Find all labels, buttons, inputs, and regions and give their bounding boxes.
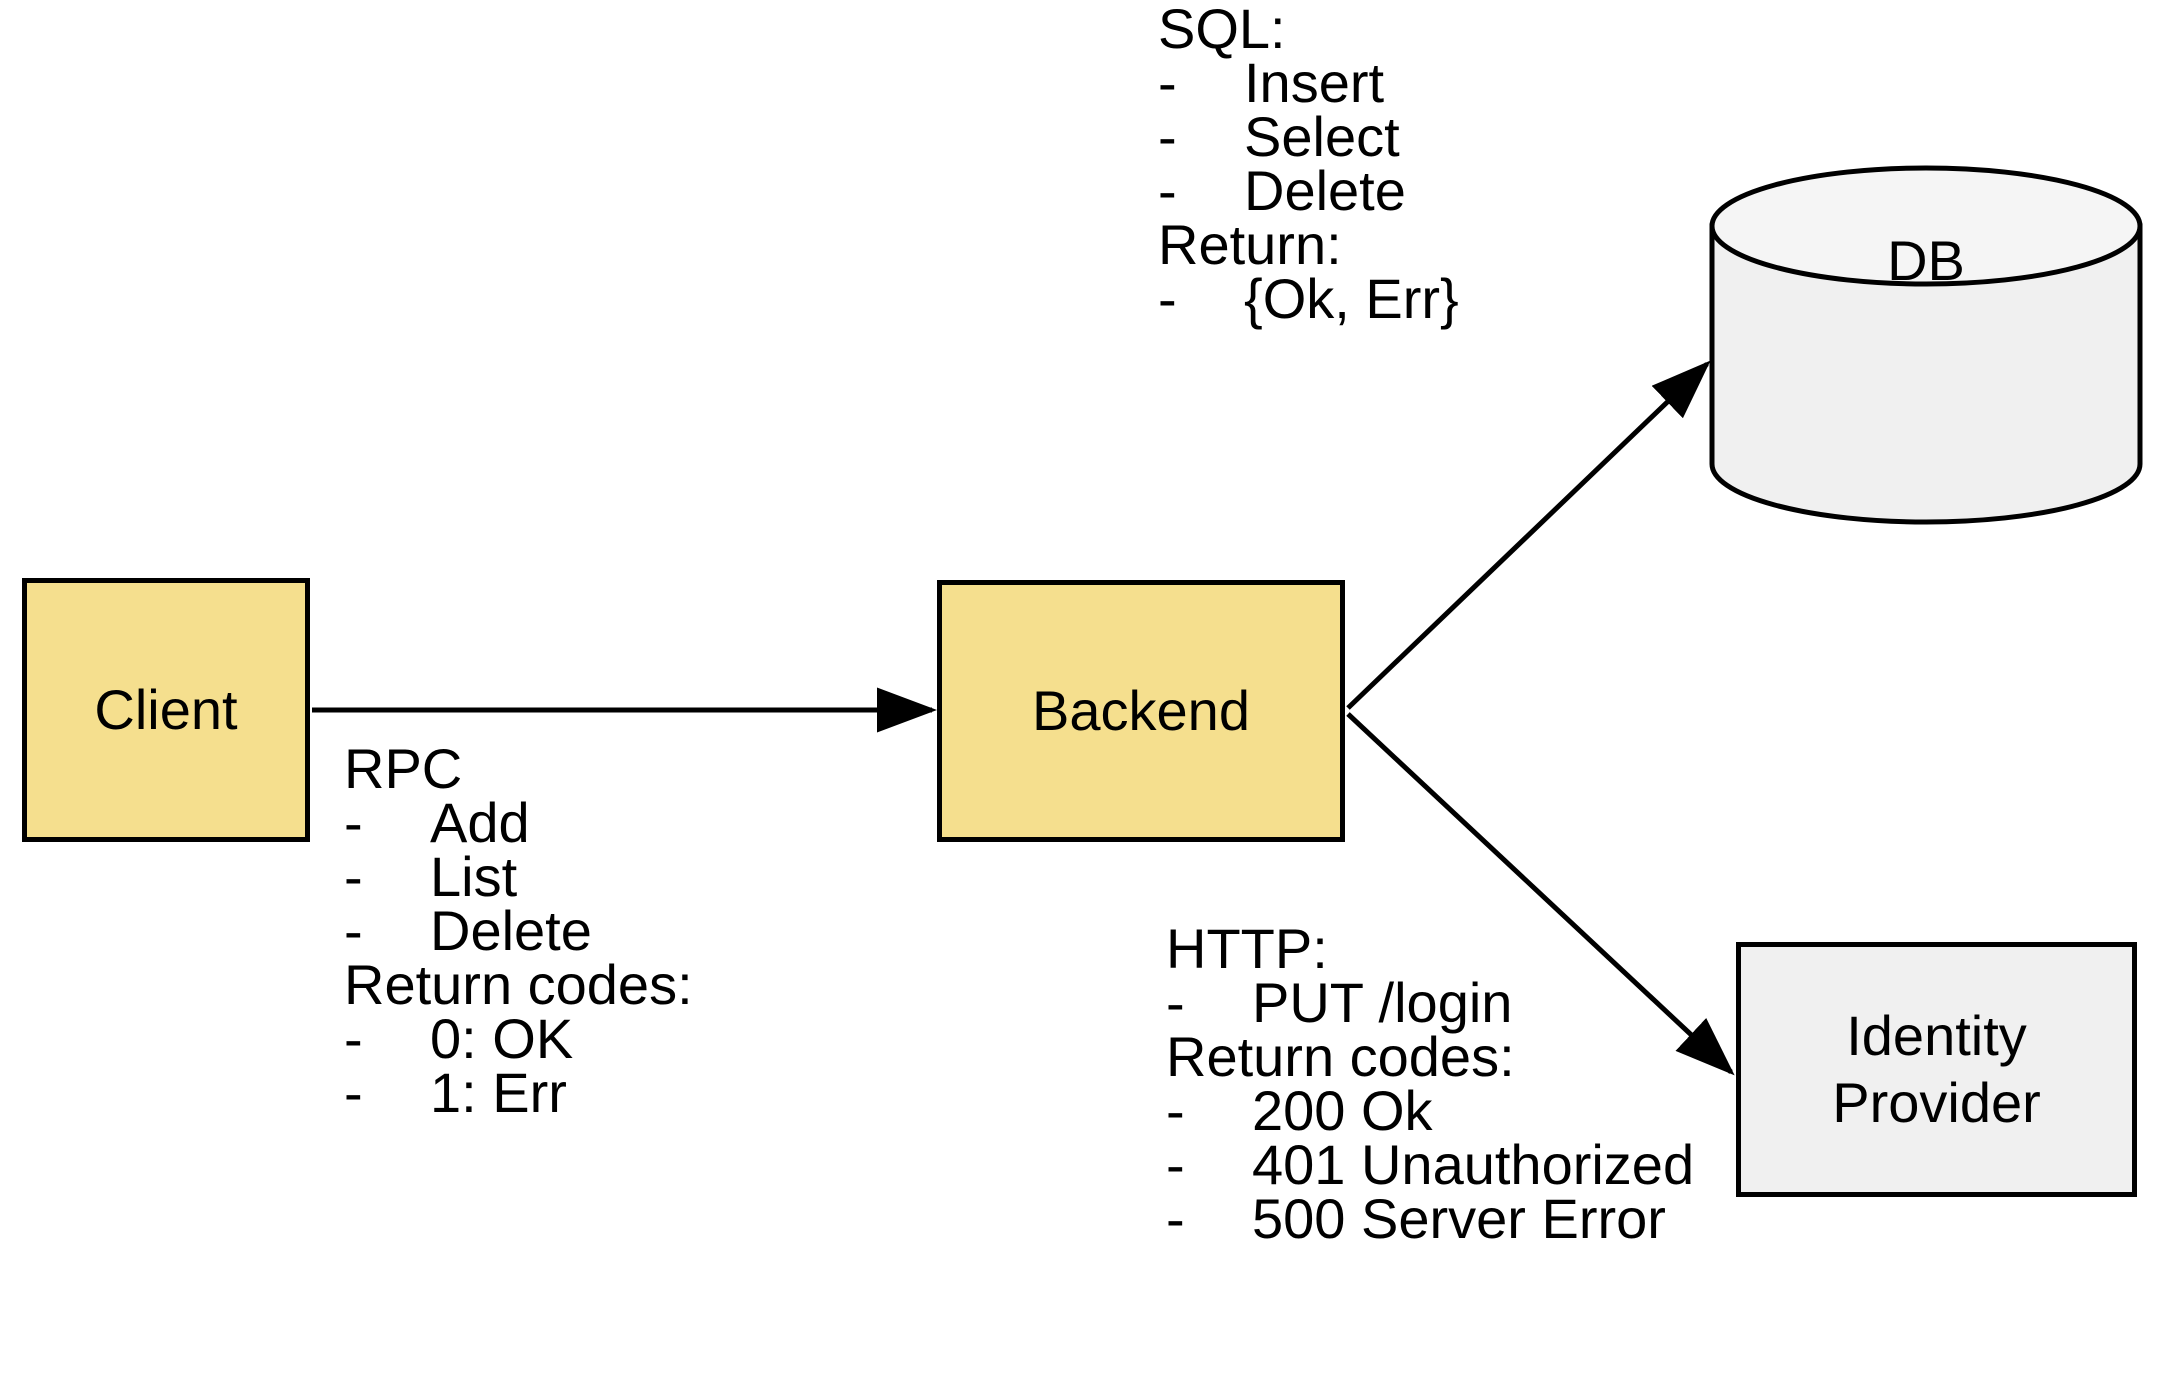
http-item-put-login: - PUT /login: [1166, 971, 1694, 1034]
http-return-item-500: - 500 Server Error: [1166, 1187, 1694, 1250]
rpc-return-dash-1: -: [344, 1061, 363, 1124]
node-identity-provider-label: Identity Provider: [1832, 1003, 2041, 1135]
annotation-sql: SQL: - Insert - Select - Delete Return: - {O…: [1158, 0, 1459, 330]
rpc-item-delete: - Delete: [344, 899, 693, 962]
annotation-rpc: RPC - Add - List - Delete Return codes: - 0:…: [344, 737, 693, 1124]
sql-item-delete: - Delete: [1158, 159, 1459, 222]
node-db[interactable]: DB: [1712, 228, 2140, 294]
node-client-label: Client: [94, 677, 238, 741]
http-return-dash-0: -: [1166, 1079, 1185, 1142]
sql-item-select: - Select: [1158, 105, 1459, 168]
rpc-dash-2: -: [344, 899, 363, 962]
http-return-dash-1: -: [1166, 1133, 1185, 1196]
db-cylinder-shape: [1709, 165, 2143, 525]
sql-item-insert: - Insert: [1158, 51, 1459, 114]
rpc-item-add: - Add: [344, 791, 693, 854]
sql-item-2-label: Delete: [1244, 159, 1406, 222]
rpc-item-1-label: List: [430, 845, 518, 908]
rpc-return-dash-0: -: [344, 1007, 363, 1070]
http-return-heading: Return codes:: [1166, 1025, 1515, 1088]
rpc-return-item-ok: - 0: OK: [344, 1007, 693, 1070]
node-backend-label: Backend: [1032, 678, 1250, 742]
http-return-item-2-label: 500 Server Error: [1252, 1187, 1666, 1250]
annotation-http: HTTP: -PUT /login Return codes: -200 Ok …: [1166, 917, 1694, 1250]
http-return-dash-2: -: [1166, 1187, 1185, 1250]
node-client[interactable]: Client: [22, 578, 310, 842]
sql-return-item-0-label: {Ok, Err}: [1244, 267, 1459, 330]
rpc-return-heading: Return codes:: [344, 953, 693, 1016]
rpc-heading: RPC: [344, 737, 463, 800]
identity-provider-label-line2: Provider: [1832, 1070, 2041, 1134]
sql-return-item-ok-err: - {Ok, Err}: [1158, 267, 1459, 330]
sql-dash-0: -: [1158, 51, 1177, 114]
rpc-item-2-label: Delete: [430, 899, 592, 962]
sql-item-0-label: Insert: [1244, 51, 1385, 114]
rpc-item-list: - List: [344, 845, 693, 908]
http-return-item-401: - 401 Unauthorized: [1166, 1133, 1694, 1196]
http-dash-0: -: [1166, 971, 1185, 1034]
identity-provider-label-line1: Identity: [1846, 1004, 2027, 1068]
http-heading: HTTP:: [1166, 917, 1328, 980]
rpc-return-item-0-label: 0: OK: [430, 1007, 574, 1070]
http-return-item-0-label: 200 Ok: [1252, 1079, 1433, 1142]
sql-return-dash-0: -: [1158, 267, 1177, 330]
sql-heading: SQL:: [1158, 0, 1286, 60]
sql-return-heading: Return:: [1158, 213, 1342, 276]
rpc-dash-0: -: [344, 791, 363, 854]
rpc-return-item-1-label: 1: Err: [430, 1061, 567, 1124]
rpc-return-item-err: - 1: Err: [344, 1061, 693, 1124]
http-return-item-200: - 200 Ok: [1166, 1079, 1694, 1142]
node-identity-provider[interactable]: Identity Provider: [1736, 942, 2137, 1197]
http-item-0-label: PUT /login: [1252, 971, 1513, 1034]
sql-item-1-label: Select: [1244, 105, 1400, 168]
rpc-item-0-label: Add: [430, 791, 530, 854]
sql-dash-1: -: [1158, 105, 1177, 168]
http-return-item-1-label: 401 Unauthorized: [1252, 1133, 1695, 1196]
node-db-label: DB: [1887, 229, 1965, 292]
node-backend[interactable]: Backend: [937, 580, 1345, 842]
sql-dash-2: -: [1158, 159, 1177, 222]
edge-backend-to-db: [1346, 360, 1711, 710]
rpc-dash-1: -: [344, 845, 363, 908]
